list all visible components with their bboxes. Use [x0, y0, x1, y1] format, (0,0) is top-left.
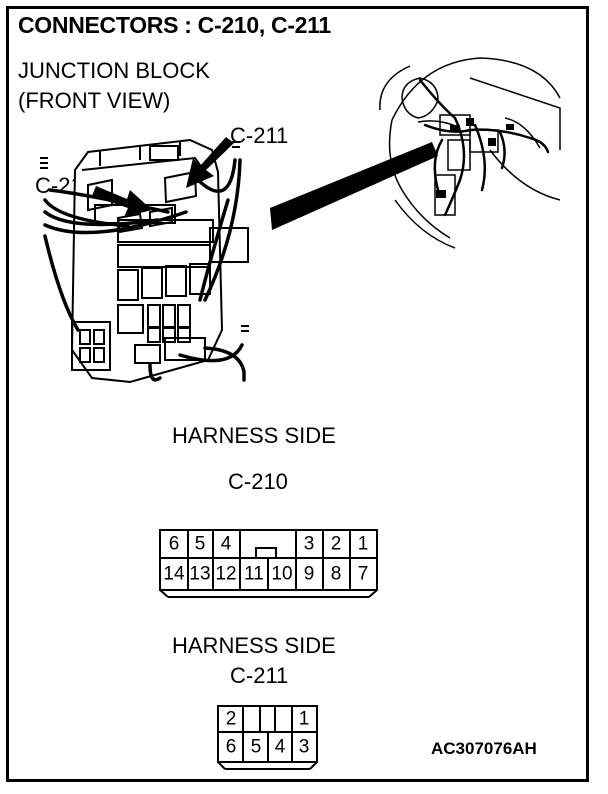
c211-pin-1: 1	[299, 709, 310, 730]
subtitle-junction-block: JUNCTION BLOCK	[18, 58, 210, 83]
c211-connector-name: C-211	[230, 663, 289, 688]
c210-pin-4: 4	[221, 534, 232, 555]
figure-code: AC307076AH	[431, 739, 537, 758]
wire-break-marks	[40, 141, 249, 332]
dashboard-connector-marks	[436, 118, 514, 198]
c210-pin-7: 7	[358, 564, 369, 585]
c210-pin-11: 11	[244, 564, 264, 585]
c211-pin-5: 5	[251, 737, 262, 758]
c211-pin-6: 6	[226, 737, 237, 758]
c210-pin-13: 13	[189, 564, 210, 585]
page-title: CONNECTORS : C-210, C-211	[18, 12, 331, 38]
c211-pin-2: 2	[226, 709, 237, 730]
subtitle-front-view: (FRONT VIEW)	[18, 88, 171, 113]
c210-pin-12: 12	[215, 564, 236, 585]
dashboard-wiring-sketch	[418, 78, 550, 217]
c211-connector-outline	[217, 705, 318, 770]
c210-pin-5: 5	[195, 534, 206, 555]
diagram-frame	[6, 6, 589, 782]
c211-pin-3: 3	[299, 737, 310, 758]
arrow-to-c211-icon	[186, 137, 234, 188]
c210-harness-side-heading: HARNESS SIDE	[172, 423, 336, 448]
c210-pin-8: 8	[331, 564, 342, 585]
c210-connector-name: C-210	[228, 469, 288, 494]
c211-pin-labels: 2 1 6 5 4 3	[226, 709, 310, 758]
c210-pin-1: 1	[358, 534, 369, 555]
c210-pin-labels: 6 5 4 3 2 1 14 13 12 11 10 9 8 7	[163, 534, 368, 585]
c210-connector-outline	[159, 529, 378, 598]
c210-pin-14: 14	[163, 564, 185, 585]
c210-pin-2: 2	[331, 534, 342, 555]
c210-pin-10: 10	[271, 564, 292, 585]
c210-pin-3: 3	[304, 534, 315, 555]
location-pointer-beam	[270, 142, 438, 230]
c210-pin-6: 6	[169, 534, 180, 555]
c210-pin-9: 9	[304, 564, 315, 585]
arrow-to-c210-icon	[92, 186, 152, 217]
callout-arrows	[92, 137, 234, 217]
c211-harness-side-heading: HARNESS SIDE	[172, 633, 336, 658]
harness-wires	[43, 158, 246, 382]
c211-pin-4: 4	[275, 737, 286, 758]
callout-c211: C-211	[230, 123, 289, 148]
